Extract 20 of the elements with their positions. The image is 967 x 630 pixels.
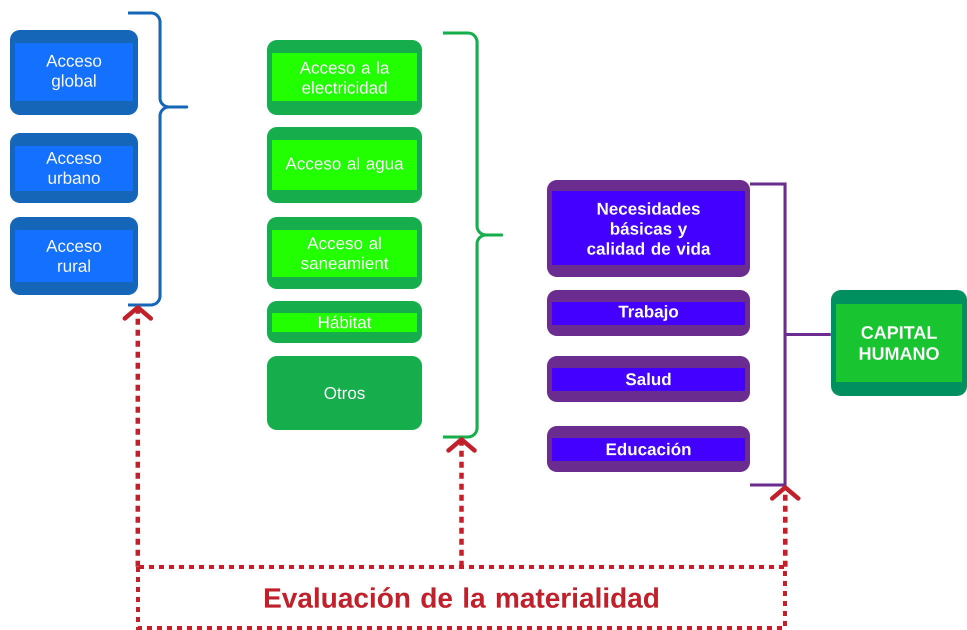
process-box: Necesidades básicas y calidad de vida bbox=[547, 180, 750, 277]
square-bracket bbox=[750, 182, 786, 486]
curly-brace bbox=[128, 12, 187, 306]
process-box: Acceso urbano bbox=[10, 133, 138, 203]
process-box: Educación bbox=[547, 426, 750, 472]
connector-line bbox=[785, 333, 831, 336]
process-box: Trabajo bbox=[547, 290, 750, 336]
process-box: Acceso al agua bbox=[267, 127, 422, 203]
process-box: Otros bbox=[267, 356, 422, 430]
process-box: Acceso al saneamient bbox=[267, 217, 422, 289]
dotted-arrow bbox=[122, 305, 154, 567]
dotted-frame-box: Evaluación de la materialidad bbox=[136, 565, 787, 630]
process-box: Acceso rural bbox=[10, 217, 138, 295]
process-box: Hábitat bbox=[267, 301, 422, 343]
process-box: Salud bbox=[547, 356, 750, 402]
process-box: Acceso a la electricidad bbox=[267, 40, 422, 115]
process-box: CAPITAL HUMANO bbox=[831, 290, 967, 396]
process-box: Acceso global bbox=[10, 30, 138, 115]
dotted-arrow bbox=[446, 437, 477, 567]
dotted-arrow bbox=[770, 485, 800, 567]
